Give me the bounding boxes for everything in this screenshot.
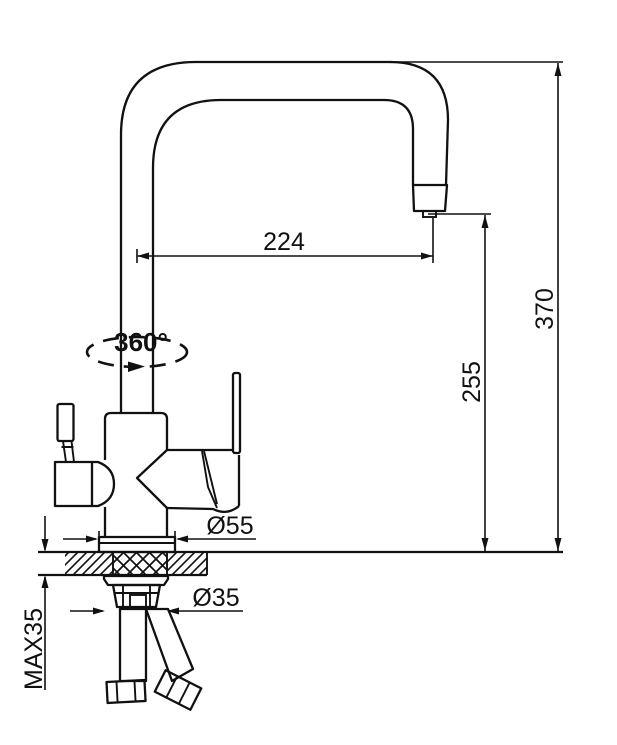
rotation-arrowhead-icon [128, 361, 145, 372]
spout-inner-line [151, 98, 415, 413]
mounting-nut [111, 583, 162, 609]
dimension-diameter-35: Ø35 [70, 584, 243, 615]
dim370-label: 370 [531, 288, 559, 330]
supply-hoses [105, 607, 203, 711]
dimension-255: 255 [428, 213, 491, 551]
dim224-label: 224 [263, 228, 305, 256]
body-upper-outline [103, 411, 169, 460]
dim224-arrow-right-icon [421, 252, 433, 260]
max35-arrow-up-icon [41, 575, 49, 588]
rotation-indicator-360: 360° [85, 327, 189, 372]
max35-label: MAX35 [20, 608, 48, 690]
mounting-washer [102, 574, 170, 587]
dia35-label: Ø35 [192, 584, 239, 612]
dim370-arrow-down-icon [554, 538, 562, 551]
dim370-arrow-up-icon [554, 63, 562, 76]
mixer-lever-assembly [166, 371, 242, 514]
countertop-hatch-right [167, 552, 207, 575]
dim224-arrow-left-icon [137, 252, 149, 260]
dia55-arrow-left-icon [86, 535, 98, 543]
dim255-arrow-down-icon [481, 538, 489, 551]
lever-housing-slant-2 [203, 450, 218, 505]
handle-grip [56, 402, 75, 443]
dimension-diameter-55: Ø55 [63, 512, 256, 543]
lever-handle-bar [231, 371, 242, 455]
hose-left [118, 607, 148, 683]
hose-fitting-left [105, 678, 147, 705]
rotation-label: 360° [114, 327, 168, 357]
countertop-hatch-left [65, 552, 113, 575]
faucet-spout [119, 60, 450, 413]
dim255-label: 255 [458, 361, 486, 403]
dia35-arrow-left-icon [93, 607, 105, 615]
dimension-max35: MAX35 [20, 516, 49, 690]
nut-inner [129, 594, 147, 608]
handle-cylinder [53, 460, 94, 508]
side-handle [53, 402, 116, 508]
countertop-section [38, 550, 563, 577]
flange-plate [97, 535, 177, 554]
lever-housing-slant [201, 450, 218, 509]
body-cone-joint [135, 449, 168, 509]
faucet-body [103, 411, 169, 537]
mounting-flange [97, 531, 177, 554]
dimension-224: 224 [136, 218, 434, 263]
lever-housing-bottom [166, 505, 240, 514]
spout-outer-line [119, 60, 391, 413]
countertop-hole-section [113, 552, 167, 575]
spout-aerator [411, 183, 449, 213]
hose-fitting-right [153, 669, 203, 711]
dia35-arrow-right-icon [167, 607, 179, 615]
dimension-370: 370 [391, 61, 563, 551]
dia55-arrow-right-icon [176, 535, 188, 543]
dim255-arrow-up-icon [481, 215, 489, 228]
handle-cap [92, 460, 116, 508]
hose-right [144, 607, 195, 683]
handle-neck [61, 440, 75, 463]
dia55-label: Ø55 [206, 512, 253, 540]
max35-arrow-down-icon [41, 539, 49, 552]
mounting-hardware [102, 574, 170, 609]
spout-right-outer-line [389, 60, 450, 186]
